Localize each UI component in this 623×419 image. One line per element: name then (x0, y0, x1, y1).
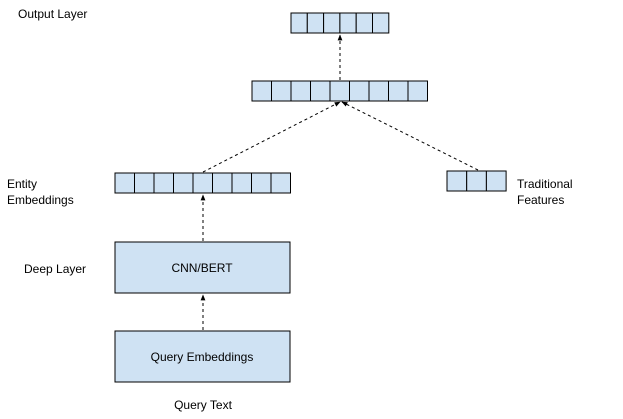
output-vector-cell (372, 12, 390, 34)
entity-embeddings-vector (114, 172, 291, 194)
query-text-label: Query Text (174, 398, 232, 412)
hidden-vector-cell (271, 80, 292, 102)
entity-embeddings-vector-cell (134, 172, 155, 194)
entity-embeddings-label-line2: Embeddings (7, 193, 74, 207)
entity-embeddings-vector-cell (173, 172, 194, 194)
hidden-vector-cell (368, 80, 389, 102)
output-vector-cell (355, 12, 374, 34)
output-vector-cell (339, 12, 357, 34)
features-to-hidden-arrow (341, 101, 479, 171)
hidden-vector-cell (310, 80, 331, 102)
entity-embeddings-label-line1: Entity (7, 177, 37, 191)
deep-layer-label: Deep Layer (24, 262, 86, 276)
entity-embeddings-vector-cell (114, 172, 135, 194)
hidden-vector-cell (290, 80, 311, 102)
hidden-vector-cell (329, 80, 350, 102)
hidden-vector-cell (407, 80, 428, 102)
hidden-vector-cell (251, 80, 272, 102)
traditional-features-label-line2: Features (517, 193, 564, 207)
output-vector-cell (306, 12, 325, 34)
entity-embeddings-vector-cell (231, 172, 252, 194)
entity-embeddings-vector-cell (212, 172, 233, 194)
entity-embeddings-vector-cell (251, 172, 272, 194)
cnn-bert-box (114, 241, 291, 294)
traditional-features-vector (446, 170, 507, 192)
query-embeddings-box (114, 330, 291, 383)
entity-embeddings-vector-cell (192, 172, 213, 194)
entity-embeddings-vector-cell (153, 172, 174, 194)
output-layer-label: Output Layer (18, 7, 87, 21)
traditional-features-vector-cell (446, 170, 468, 192)
entity-to-hidden-arrow (202, 101, 341, 173)
hidden-vector-cell (388, 80, 409, 102)
query-embeddings-box-label: Query Embeddings (151, 350, 254, 364)
output-vector (290, 12, 390, 34)
hidden-vector-cell (349, 80, 370, 102)
output-vector-cell (323, 12, 341, 34)
output-vector-cell (290, 12, 308, 34)
cnn-bert-box-label: CNN/BERT (171, 261, 233, 275)
traditional-features-vector-cell (485, 170, 507, 192)
traditional-features-label-line1: Traditional (517, 177, 573, 191)
hidden-vector (251, 80, 428, 102)
entity-embeddings-vector-cell (270, 172, 291, 194)
traditional-features-vector-cell (466, 170, 487, 192)
